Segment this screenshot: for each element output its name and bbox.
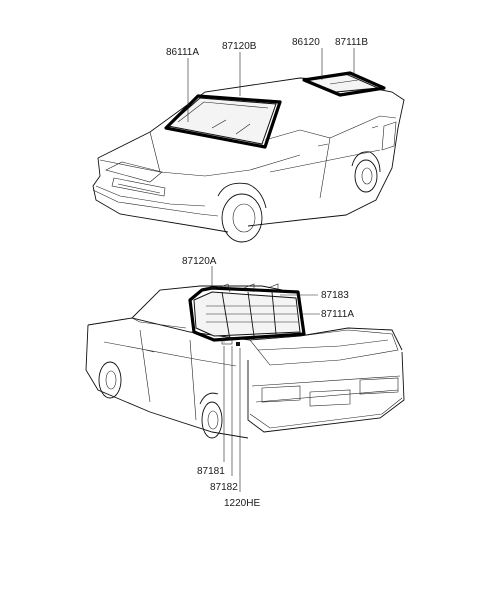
label-87120a: 87120A	[182, 256, 217, 267]
label-1220he: 1220HE	[224, 498, 260, 509]
label-87111a: 87111A	[321, 309, 354, 320]
label-87182: 87182	[210, 482, 238, 493]
top-leaders	[187, 48, 355, 122]
bottom-car-body	[85, 285, 405, 439]
label-86120: 86120	[292, 37, 320, 48]
bottom-rear-glass-assembly	[188, 283, 306, 346]
windshield-assembly	[164, 94, 282, 149]
bottom-leaders	[208, 266, 320, 492]
label-87120b: 87120B	[222, 41, 257, 52]
label-87181: 87181	[197, 466, 225, 477]
top-car-body	[92, 77, 405, 243]
windshield-seal	[164, 94, 282, 149]
bottom-rear-seal	[188, 286, 306, 342]
windshield-glass	[166, 97, 277, 145]
top-rear-seal	[302, 71, 386, 97]
label-87111b: 87111B	[335, 37, 368, 48]
label-86111a: 86111A	[166, 47, 199, 58]
label-87183: 87183	[321, 290, 349, 301]
top-rear-glass-assembly	[302, 71, 386, 97]
